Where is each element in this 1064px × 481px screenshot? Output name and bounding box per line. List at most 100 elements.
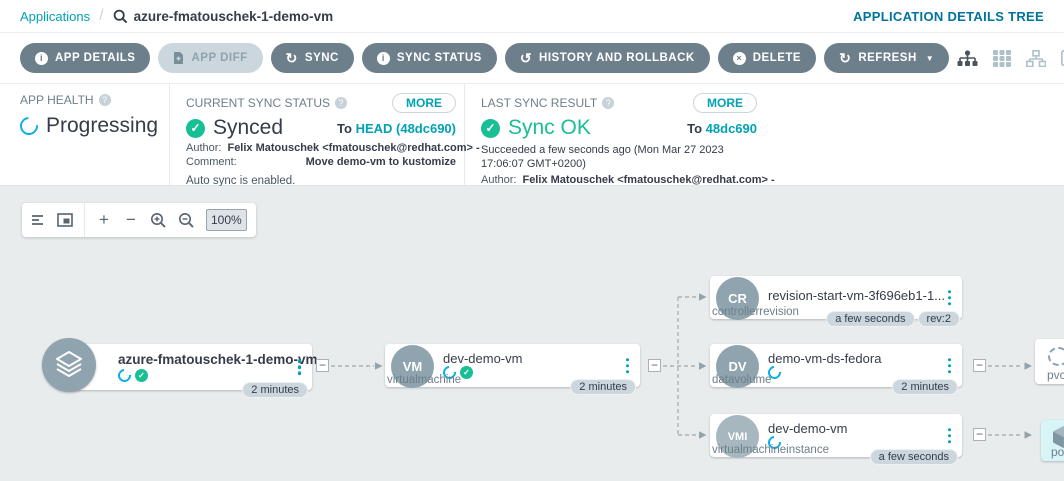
- divider: [84, 203, 85, 237]
- magnifier-minus-icon[interactable]: [178, 212, 195, 229]
- current-sync-label: CURRENT SYNC STATUS ?: [186, 96, 348, 110]
- info-icon: i: [376, 51, 390, 65]
- progressing-icon: [115, 366, 134, 385]
- collapse-edge-button[interactable]: −: [973, 428, 986, 441]
- node-menu-button[interactable]: [946, 288, 954, 308]
- auto-sync-note: Auto sync is enabled.: [186, 175, 296, 187]
- node-title: dev-demo-vm: [443, 351, 523, 366]
- zoom-level-indicator[interactable]: 100%: [206, 209, 247, 231]
- controllerrevision-icon: CR: [716, 277, 759, 320]
- sync-ok-icon: ✓: [481, 118, 500, 138]
- list-view-icon[interactable]: [1061, 50, 1064, 66]
- age-badge: 2 minutes: [892, 379, 958, 395]
- node-kind-label: controllerrevision: [712, 306, 799, 318]
- status-panel: APP HEALTH ? Progressing CURRENT SYNC ST…: [0, 84, 1064, 200]
- help-icon[interactable]: ?: [602, 97, 615, 109]
- node-menu-button[interactable]: [296, 357, 304, 377]
- button-label: HISTORY AND ROLLBACK: [539, 52, 695, 64]
- node-menu-button[interactable]: [946, 426, 954, 446]
- zoom-out-button[interactable]: −: [123, 210, 139, 230]
- help-icon[interactable]: ?: [335, 97, 348, 109]
- info-icon: i: [35, 51, 48, 65]
- node-kind-label: datavolume: [712, 374, 772, 386]
- age-badge: 2 minutes: [242, 382, 308, 398]
- node-virtualmachine[interactable]: VM virtualmachine dev-demo-vm ✓ 2 minute…: [385, 344, 640, 395]
- age-badge: a few seconds: [826, 311, 915, 327]
- collapse-edge-button[interactable]: −: [316, 359, 329, 372]
- node-application[interactable]: azure-fmatouschek-1-demo-vm ✓ 2 minutes: [68, 344, 318, 398]
- sync-icon: ↻: [285, 50, 298, 66]
- layout-align-icon[interactable]: [31, 213, 46, 227]
- app-health-section: APP HEALTH ? Progressing: [0, 84, 170, 185]
- app-diff-button[interactable]: APP DIFF: [158, 43, 263, 73]
- revision-link[interactable]: HEAD (48dc690): [355, 120, 456, 136]
- fit-view-icon[interactable]: [57, 213, 73, 227]
- sync-status-button[interactable]: i SYNC STATUS: [361, 43, 497, 73]
- datavolume-icon: DV: [716, 345, 759, 388]
- node-virtualmachineinstance[interactable]: VMI virtualmachineinstance dev-demo-vm a…: [710, 414, 962, 465]
- current-sync-section: CURRENT SYNC STATUS ? MORE ✓ Synced To H…: [170, 84, 480, 187]
- history-icon: ↺: [519, 50, 533, 66]
- author-value: Felix Matouschek <fmatouschek@redhat.com…: [227, 142, 480, 154]
- application-icon: [42, 338, 96, 392]
- virtualmachineinstance-icon: VMI: [716, 415, 759, 458]
- last-sync-label: LAST SYNC RESULT ?: [481, 96, 615, 110]
- breadcrumb-app-name: azure-fmatouschek-1-demo-vm: [133, 8, 334, 24]
- network-view-icon[interactable]: [1026, 49, 1047, 67]
- sync-button[interactable]: ↻ SYNC: [270, 43, 354, 73]
- tree-edges: [331, 293, 1032, 439]
- refresh-icon: ↻: [839, 50, 852, 66]
- author-value: Felix Matouschek <fmatouschek@redhat.com…: [522, 173, 775, 186]
- help-icon[interactable]: ?: [98, 94, 111, 106]
- collapse-edge-button[interactable]: −: [973, 359, 986, 372]
- author-label: Author:: [481, 173, 517, 186]
- magnifier-plus-icon[interactable]: [150, 212, 167, 229]
- synced-icon: ✓: [460, 366, 473, 379]
- pvc-icon: [1048, 347, 1064, 366]
- app-health-label: APP HEALTH ?: [20, 93, 111, 107]
- node-pvc[interactable]: pvc: [1035, 339, 1064, 384]
- node-controllerrevision[interactable]: CR controllerrevision revision-start-vm-…: [710, 276, 962, 327]
- tree-view-icon[interactable]: [957, 49, 978, 67]
- node-title: revision-start-vm-3f696eb1-1...: [768, 288, 946, 303]
- delete-button[interactable]: × DELETE: [717, 43, 817, 73]
- revision-badge: rev:2: [917, 311, 960, 327]
- node-datavolume[interactable]: DV datavolume demo-vm-ds-fedora 2 minute…: [710, 344, 962, 395]
- synced-icon: ✓: [186, 118, 205, 138]
- resource-tree-canvas[interactable]: − − − − + − 100%: [0, 186, 1064, 481]
- revision-link[interactable]: 48dc690: [705, 120, 757, 136]
- result-more-button[interactable]: MORE: [693, 93, 757, 113]
- history-rollback-button[interactable]: ↺ HISTORY AND ROLLBACK: [504, 43, 710, 73]
- node-pod[interactable]: pod: [1041, 420, 1064, 461]
- sync-more-button[interactable]: MORE: [392, 93, 456, 113]
- node-menu-button[interactable]: [946, 356, 954, 376]
- age-badge: a few seconds: [869, 449, 958, 465]
- node-menu-button[interactable]: [624, 356, 632, 376]
- button-label: SYNC STATUS: [396, 52, 482, 64]
- node-title: demo-vm-ds-fedora: [768, 351, 882, 366]
- button-label: DELETE: [752, 52, 802, 64]
- button-label: SYNC: [304, 52, 339, 64]
- chevron-down-icon: ▼: [925, 53, 935, 63]
- search-icon: [113, 9, 128, 24]
- last-sync-value: Sync OK: [508, 116, 591, 139]
- breadcrumb-applications[interactable]: Applications: [20, 8, 91, 24]
- zoom-in-button[interactable]: +: [96, 210, 112, 230]
- grid-view-icon[interactable]: [993, 49, 1012, 67]
- app-health-value: Progressing: [46, 114, 159, 137]
- comment-label: Comment:: [186, 156, 237, 168]
- button-label: APP DIFF: [191, 52, 248, 64]
- app-details-button[interactable]: i APP DETAILS: [20, 43, 151, 73]
- to-label: To: [687, 120, 703, 136]
- age-badge: 2 minutes: [570, 379, 636, 395]
- breadcrumb-separator-icon: /: [99, 7, 104, 24]
- node-title: azure-fmatouschek-1-demo-vm: [118, 352, 318, 367]
- comment-value: Move demo-vm to kustomize: [305, 156, 456, 168]
- diff-file-icon: [173, 51, 184, 65]
- top-navbar: Applications / azure-fmatouschek-1-demo-…: [0, 0, 1064, 33]
- to-label: To: [337, 120, 352, 136]
- refresh-button[interactable]: ↻ REFRESH ▼: [824, 43, 950, 73]
- node-kind-label: pod: [1051, 445, 1064, 459]
- collapse-edge-button[interactable]: −: [648, 359, 661, 372]
